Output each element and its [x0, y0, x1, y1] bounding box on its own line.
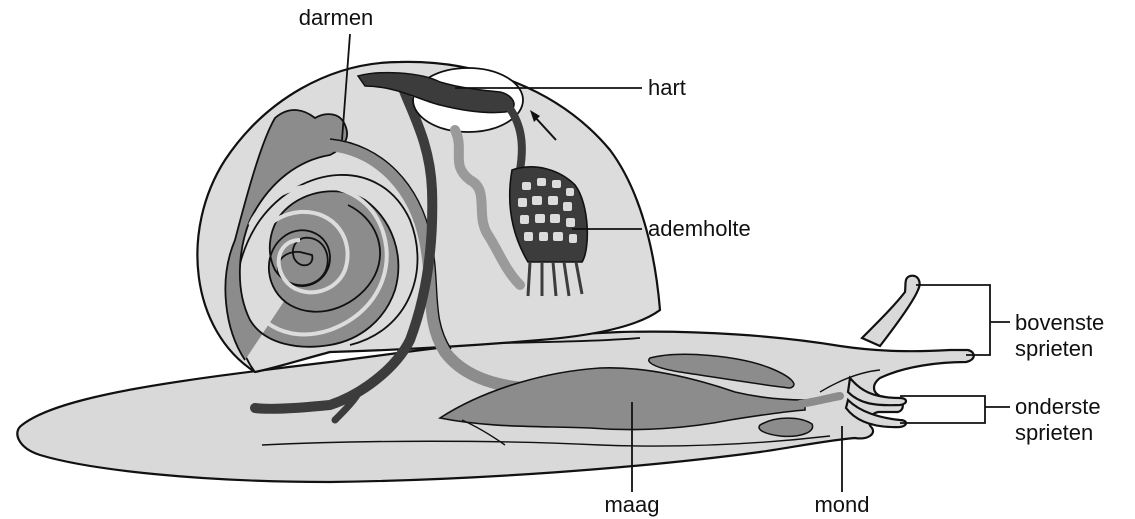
- label-hart: hart: [648, 75, 686, 100]
- label-maag: maag: [604, 492, 659, 517]
- bracket-onderste: [900, 396, 985, 423]
- label-ademholte: ademholte: [648, 216, 751, 241]
- upper-tentacle: [862, 276, 920, 346]
- label-onderste-1: onderste: [1015, 394, 1101, 419]
- label-onderste-2: sprieten: [1015, 420, 1093, 445]
- label-bovenste-1: bovenste: [1015, 310, 1104, 335]
- buccal-mass: [759, 418, 813, 436]
- label-darmen: darmen: [299, 5, 374, 30]
- label-bovenste-2: sprieten: [1015, 336, 1093, 361]
- bracket-bovenste: [916, 285, 990, 355]
- label-mond: mond: [814, 492, 869, 517]
